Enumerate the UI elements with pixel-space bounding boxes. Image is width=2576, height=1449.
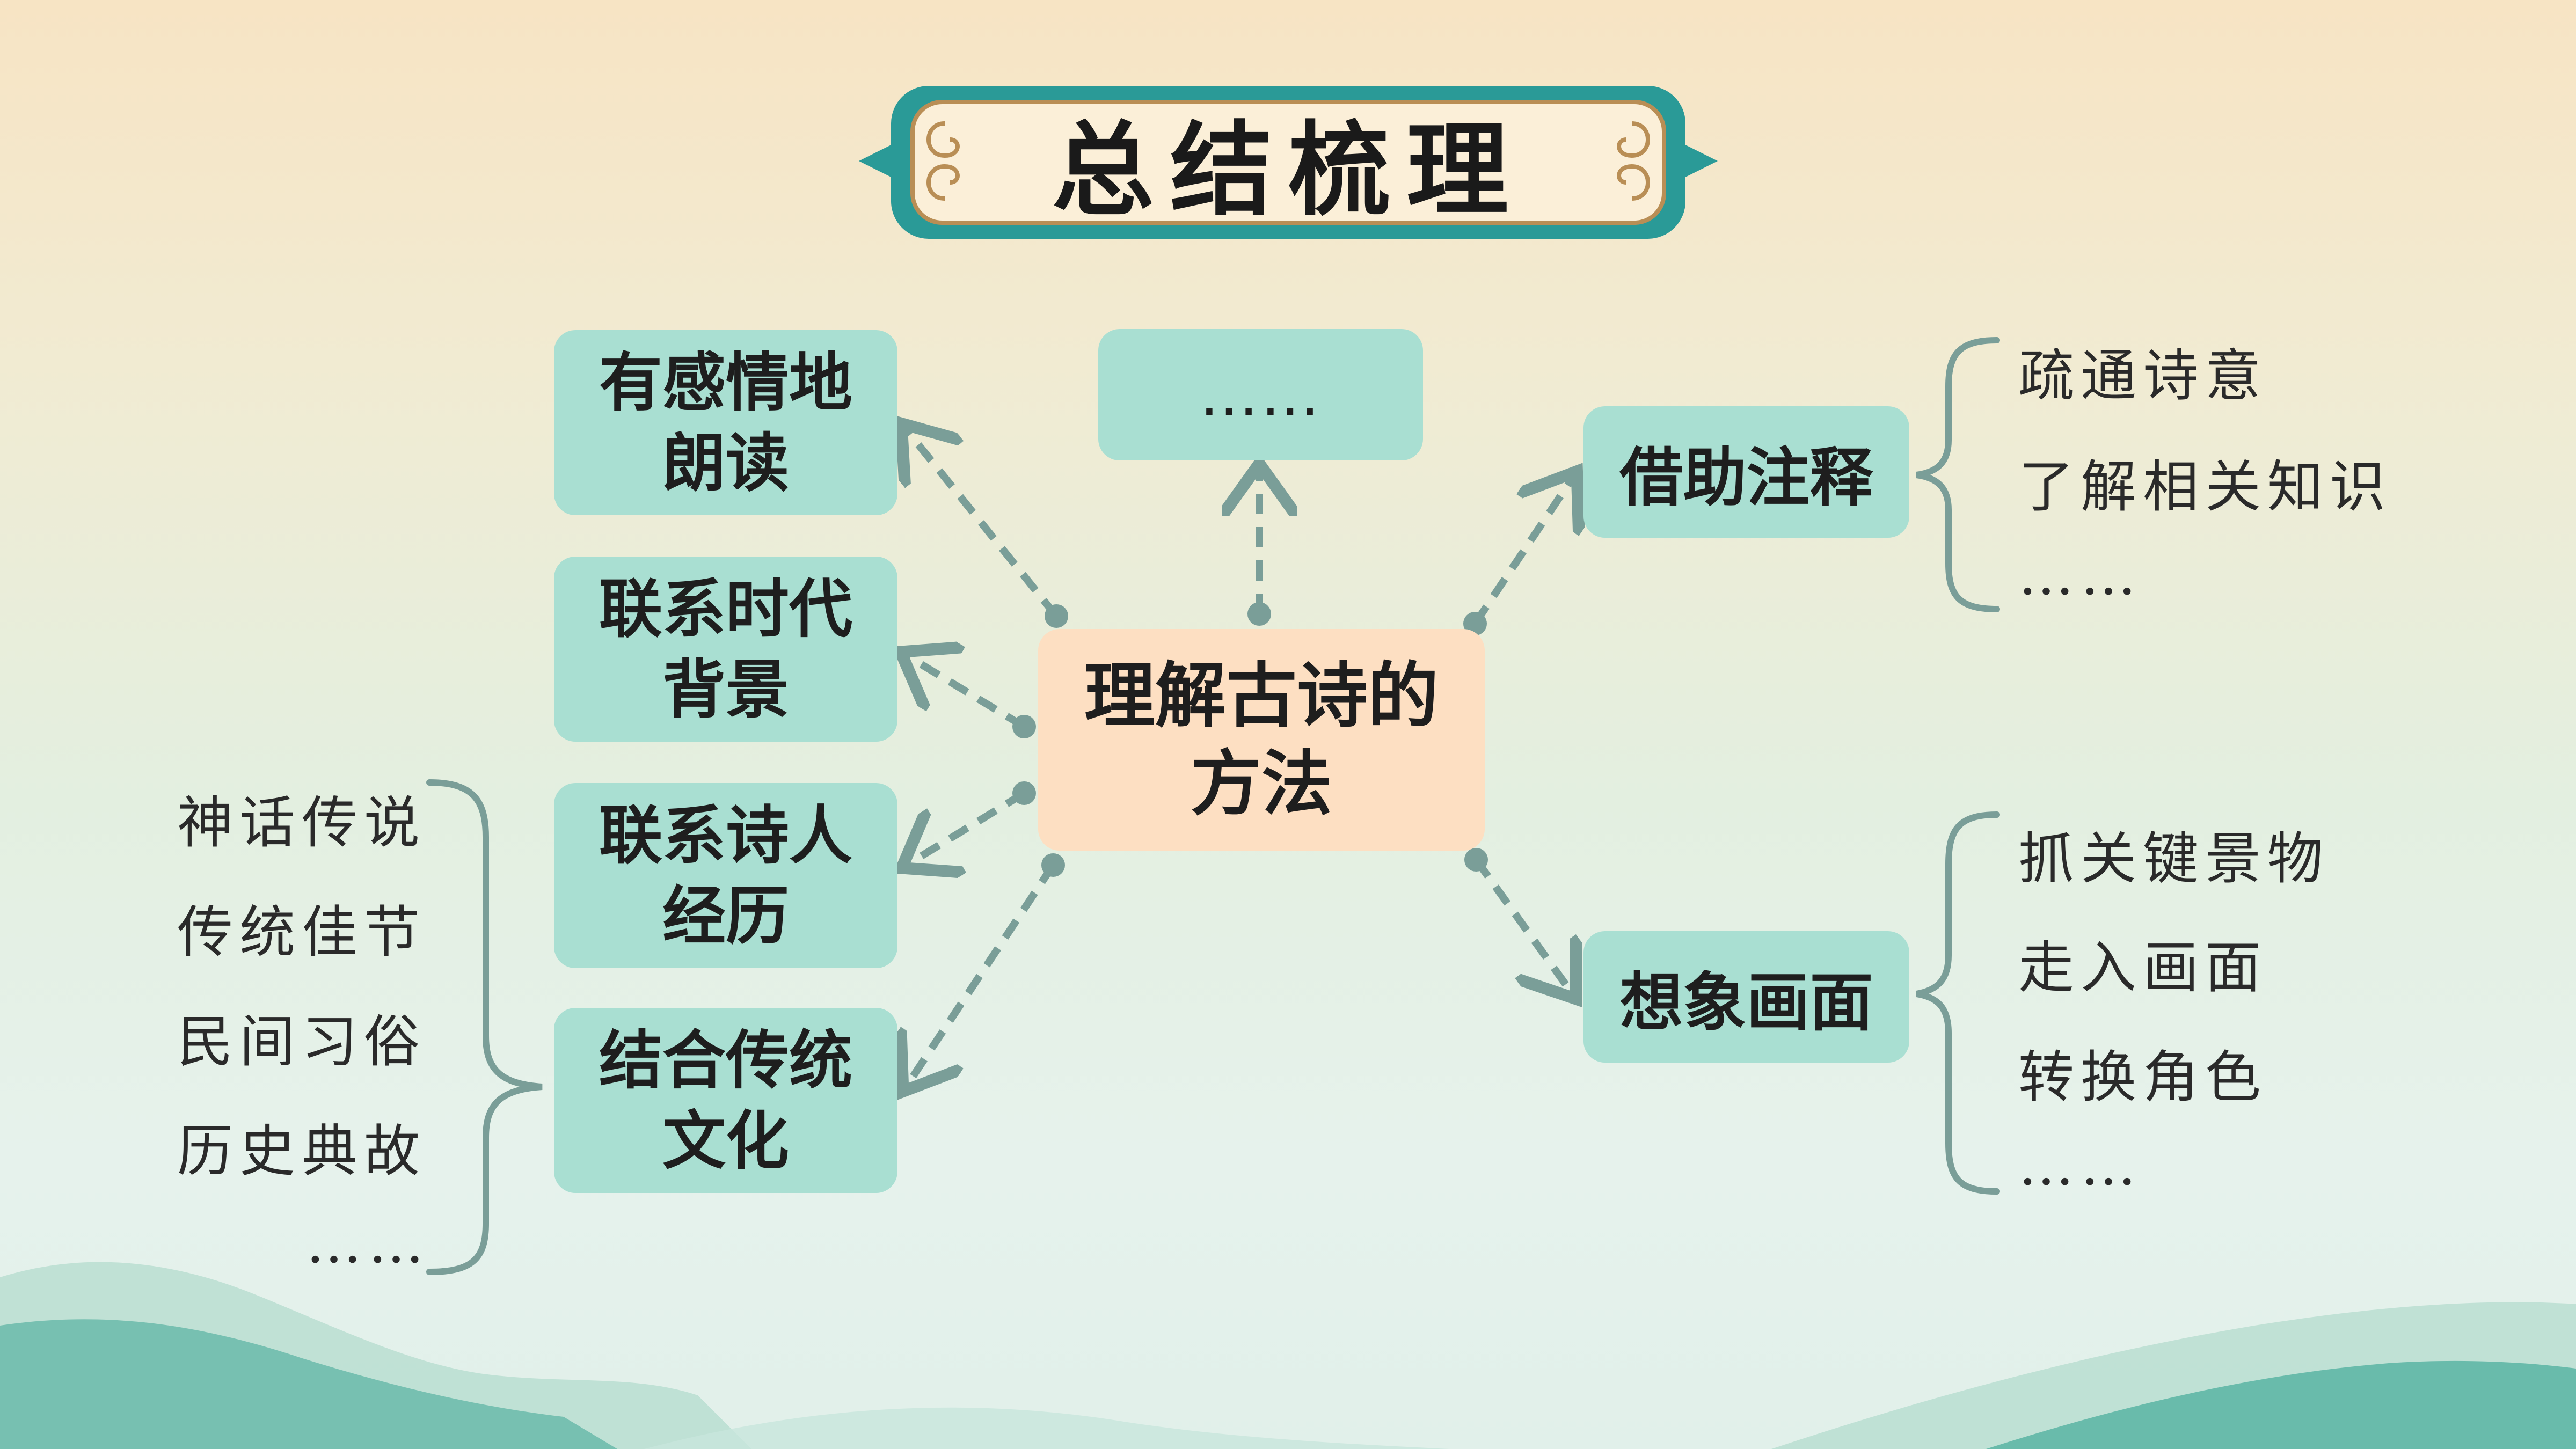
top-ellipsis-node: ……	[1098, 329, 1423, 460]
list-item: ……	[306, 1210, 430, 1276]
node-traditional-culture: 结合传统 文化	[554, 1008, 897, 1193]
node-label-line2: 朗读	[662, 426, 789, 500]
node-use-annotations: 借助注释	[1583, 406, 1909, 538]
connector-dot	[1247, 602, 1271, 626]
connector-dot	[1464, 848, 1488, 872]
center-node: 理解古诗的 方法	[1038, 629, 1485, 851]
node-label-line2: 文化	[662, 1103, 789, 1178]
list-item: 历史典故	[177, 1118, 427, 1184]
node-poet-experience: 联系诗人 经历	[554, 783, 897, 968]
node-imagine-scene: 想象画面	[1583, 931, 1909, 1063]
connector-to-culture	[907, 863, 1056, 1085]
list-item: ……	[2018, 542, 2143, 608]
list-item: 转换角色	[2018, 1044, 2268, 1110]
center-node-line1: 理解古诗的	[1084, 654, 1439, 737]
connector-to-poet	[908, 790, 1026, 864]
list-item: ……	[2018, 1132, 2143, 1198]
connector-to-reading	[906, 429, 1060, 619]
right-top-brace	[1916, 337, 2000, 612]
connector-to-notes	[1472, 478, 1573, 626]
left-list-brace	[426, 779, 543, 1275]
node-label-line1: 结合传统	[599, 1023, 852, 1097]
node-label-line2: 背景	[662, 652, 789, 727]
node-label-line1: 有感情地	[599, 345, 852, 420]
right-bottom-brace	[1915, 811, 2000, 1195]
node-label-line1: 联系诗人	[599, 798, 852, 873]
node-label-line1: 联系时代	[599, 572, 852, 646]
connector-to-imagine	[1473, 857, 1572, 993]
node-label-line2: 经历	[662, 879, 789, 953]
connector-dot	[1012, 715, 1036, 738]
list-item: 了解相关知识	[2018, 454, 2392, 519]
connector-dot	[1045, 604, 1068, 628]
list-item: 民间习俗	[177, 1009, 427, 1074]
list-item: 疏通诗意	[2018, 343, 2268, 408]
list-item: 神话传说	[177, 790, 427, 855]
list-item: 抓关键景物	[2018, 826, 2330, 891]
connector-dot	[1012, 781, 1036, 805]
page-title: 总结梳理	[1052, 109, 1524, 230]
connector-to-era	[907, 656, 1026, 730]
node-historical-background: 联系时代 背景	[554, 557, 897, 742]
center-node-line2: 方法	[1191, 742, 1332, 825]
list-item: 走入画面	[2018, 935, 2268, 1000]
node-read-aloud: 有感情地 朗读	[554, 330, 897, 515]
list-item: 传统佳节	[177, 899, 427, 965]
connector-dot	[1041, 853, 1065, 877]
